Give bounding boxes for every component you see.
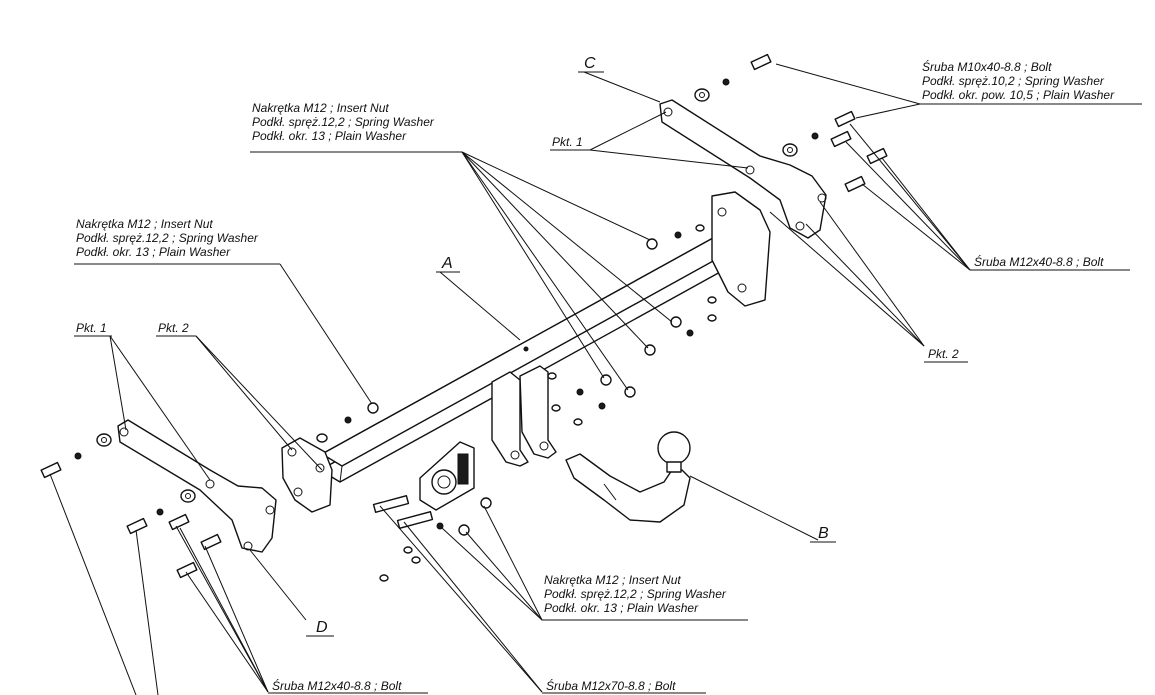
hardware-bracket-center [547, 372, 636, 426]
leader-lines [49, 63, 971, 695]
callout-top-center-line1: Nakrętka M12 ; Insert Nut [252, 101, 389, 115]
label-part-c: C [578, 55, 604, 73]
tow-ball-arm [565, 431, 691, 523]
callout-bottom-center-line3: Podkł. okr. 13 ; Plain Washer [544, 601, 699, 615]
hardware-bracket-d [40, 433, 222, 579]
pkt1-left-text: Pkt. 1 [76, 321, 107, 335]
beam-right-end-plate [711, 191, 771, 307]
label-part-d: D [306, 619, 334, 637]
callout-top-center-line3: Podkł. okr. 13 ; Plain Washer [252, 129, 407, 143]
label-pkt1-top: Pkt. 1 [550, 135, 590, 151]
pkt2-left-text: Pkt. 2 [158, 321, 189, 335]
callout-left-mid: Nakrętka M12 ; Insert Nut Podkł. spręż.1… [74, 217, 280, 265]
hardware-bottom-center [372, 495, 492, 582]
label-bolt-right: Śruba M12x40-8.8 ; Bolt [970, 254, 1130, 271]
bolt-bottom-center-text: Śruba M12x70-8.8 ; Bolt [546, 678, 676, 693]
socket-plate [419, 441, 475, 511]
beam-left-end-plate [281, 437, 333, 513]
part-d-letter: D [316, 619, 328, 636]
callout-bottom-center: Nakrętka M12 ; Insert Nut Podkł. spręż.1… [542, 573, 748, 621]
part-c-letter: C [584, 55, 596, 72]
callout-left-mid-line2: Podkł. spręż.12,2 ; Spring Washer [76, 231, 259, 245]
label-bolt-bottom-left: Śruba M12x40-8.8 ; Bolt [268, 678, 428, 694]
pkt2-right-text: Pkt. 2 [928, 347, 959, 361]
label-part-a: A [436, 255, 460, 273]
hardware-right-top [694, 53, 888, 193]
callout-top-right: Śruba M10x40-8.8 ; Bolt Podkł. spręż.10,… [920, 59, 1142, 105]
callout-top-right-line1: Śruba M10x40-8.8 ; Bolt [922, 59, 1052, 74]
label-pkt1-left: Pkt. 1 [74, 321, 112, 337]
ball-holder-bracket [491, 365, 557, 467]
callout-left-mid-line1: Nakrętka M12 ; Insert Nut [76, 217, 213, 231]
bracket-d [117, 419, 277, 553]
part-a-letter: A [441, 255, 453, 272]
callout-left-mid-line3: Podkł. okr. 13 ; Plain Washer [76, 245, 231, 259]
part-b-letter: B [818, 525, 829, 542]
callout-top-center: Nakrętka M12 ; Insert Nut Podkł. spręż.1… [250, 101, 462, 153]
hardware-left-mid [316, 402, 379, 443]
hardware-beam-right [644, 224, 717, 356]
pkt1-top-text: Pkt. 1 [552, 135, 583, 149]
bracket-c [659, 99, 827, 239]
label-bolt-bottom-center: Śruba M12x70-8.8 ; Bolt [542, 678, 706, 694]
callout-top-center-line2: Podkł. spręż.12,2 ; Spring Washer [252, 115, 435, 129]
label-pkt2-left: Pkt. 2 [156, 321, 196, 337]
label-part-b: B [810, 525, 836, 543]
bolt-right-text: Śruba M12x40-8.8 ; Bolt [974, 254, 1104, 269]
callout-top-right-line2: Podkł. spręż.10,2 ; Spring Washer [922, 74, 1105, 88]
callout-bottom-center-line1: Nakrętka M12 ; Insert Nut [544, 573, 681, 587]
label-pkt2-right: Pkt. 2 [924, 347, 968, 363]
callout-top-right-line3: Podkł. okr. pow. 10,5 ; Plain Washer [922, 88, 1115, 102]
callout-bottom-center-line2: Podkł. spręż.12,2 ; Spring Washer [544, 587, 727, 601]
bolt-bottom-left-text: Śruba M12x40-8.8 ; Bolt [272, 678, 402, 693]
